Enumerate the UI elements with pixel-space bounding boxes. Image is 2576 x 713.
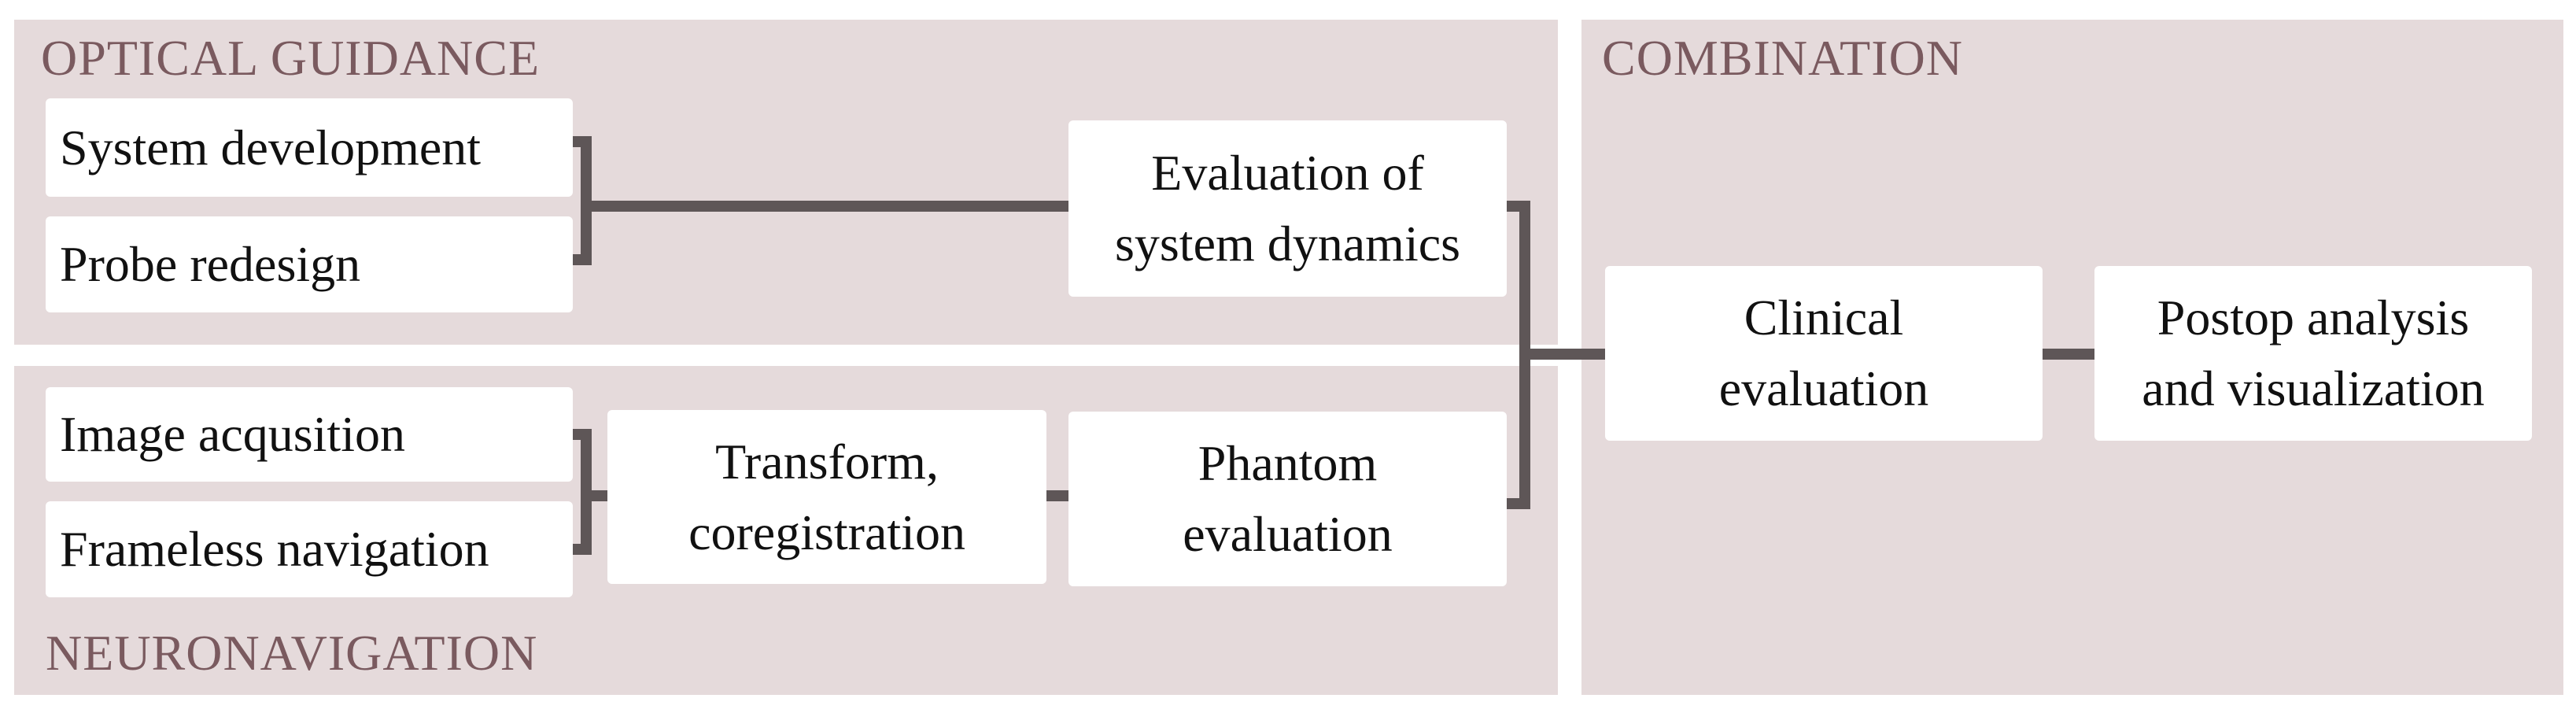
system-development-label: System development bbox=[60, 119, 482, 175]
postop-analysis-box: Postop analysis and visualization bbox=[2094, 266, 2532, 441]
clinical-evaluation-label: Clinical evaluation bbox=[1718, 290, 1929, 416]
frameless-navigation-label: Frameless navigation bbox=[60, 521, 489, 578]
bracket-neuro-inputs bbox=[573, 429, 592, 555]
neuronavigation-title: NEURONAVIGATION bbox=[46, 625, 538, 681]
phantom-evaluation-box: Phantom evaluation bbox=[1068, 412, 1507, 586]
clinical-evaluation-box: Clinical evaluation bbox=[1605, 266, 2043, 441]
bracket-optical-inputs bbox=[573, 136, 592, 265]
system-development-box: System development bbox=[46, 98, 573, 197]
image-acquisition-label: Image acqusition bbox=[60, 406, 405, 463]
frameless-navigation-box: Frameless navigation bbox=[46, 501, 573, 597]
transform-coregistration-box: Transform, coregistration bbox=[607, 410, 1046, 584]
probe-redesign-box: Probe redesign bbox=[46, 216, 573, 312]
postop-analysis-label: Postop analysis and visualization bbox=[2142, 290, 2485, 416]
evaluation-system-dynamics-label: Evaluation of system dynamics bbox=[1114, 145, 1461, 272]
image-acquisition-box: Image acqusition bbox=[46, 387, 573, 482]
phantom-evaluation-label: Phantom evaluation bbox=[1183, 435, 1393, 562]
optical-guidance-title: OPTICAL GUIDANCE bbox=[41, 30, 541, 86]
combination-title: COMBINATION bbox=[1602, 30, 1963, 86]
probe-redesign-label: Probe redesign bbox=[60, 236, 361, 293]
evaluation-system-dynamics-box: Evaluation of system dynamics bbox=[1068, 120, 1507, 297]
transform-coregistration-label: Transform, coregistration bbox=[688, 433, 965, 560]
bracket-to-clinical bbox=[1507, 201, 1530, 509]
